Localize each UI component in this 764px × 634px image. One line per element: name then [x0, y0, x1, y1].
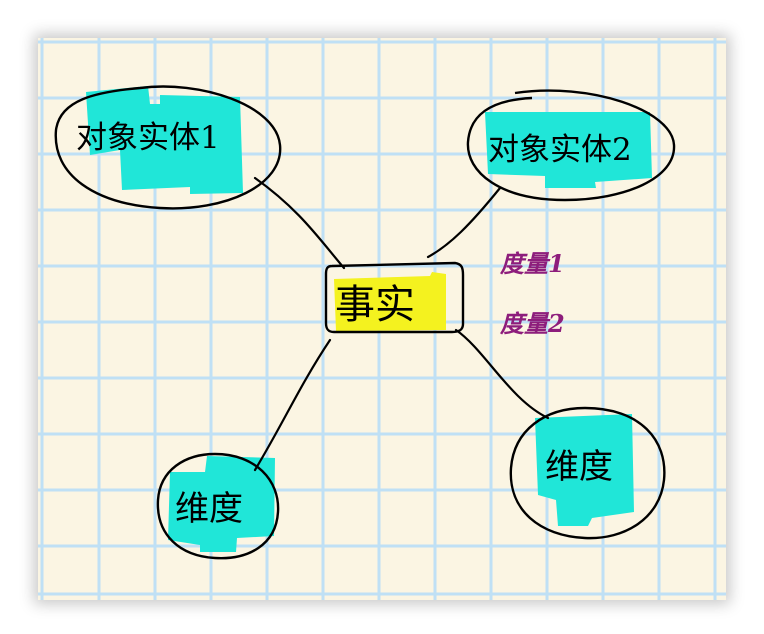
dimension1-highlight — [168, 456, 275, 552]
dimension1-outline — [156, 452, 280, 560]
connector-entity2 — [426, 186, 502, 259]
entity2-label: 对象实体2 — [488, 132, 632, 168]
dimension2-outline — [509, 406, 666, 540]
fact-highlight — [334, 272, 446, 331]
connector-entity1 — [253, 176, 346, 270]
measure-2-label: 度量2 — [499, 309, 565, 338]
fact-outline — [324, 261, 465, 334]
dimension2-highlight — [535, 414, 634, 526]
entity1-highlight — [86, 86, 243, 194]
fact-label: 事实 — [335, 282, 415, 328]
measure-1-label: 度量1 — [499, 249, 565, 278]
entity1-label: 对象实体1 — [76, 120, 220, 156]
connector-dimension1 — [253, 338, 332, 472]
entity2-highlight — [485, 112, 652, 188]
dimension1-label: 维度 — [175, 489, 243, 529]
entity2-outline — [466, 89, 676, 202]
connector-dimension2 — [454, 328, 550, 420]
entity1-outline — [54, 85, 282, 210]
outlines — [54, 85, 676, 560]
dimension2-label: 维度 — [545, 447, 613, 487]
connectors — [253, 176, 550, 472]
